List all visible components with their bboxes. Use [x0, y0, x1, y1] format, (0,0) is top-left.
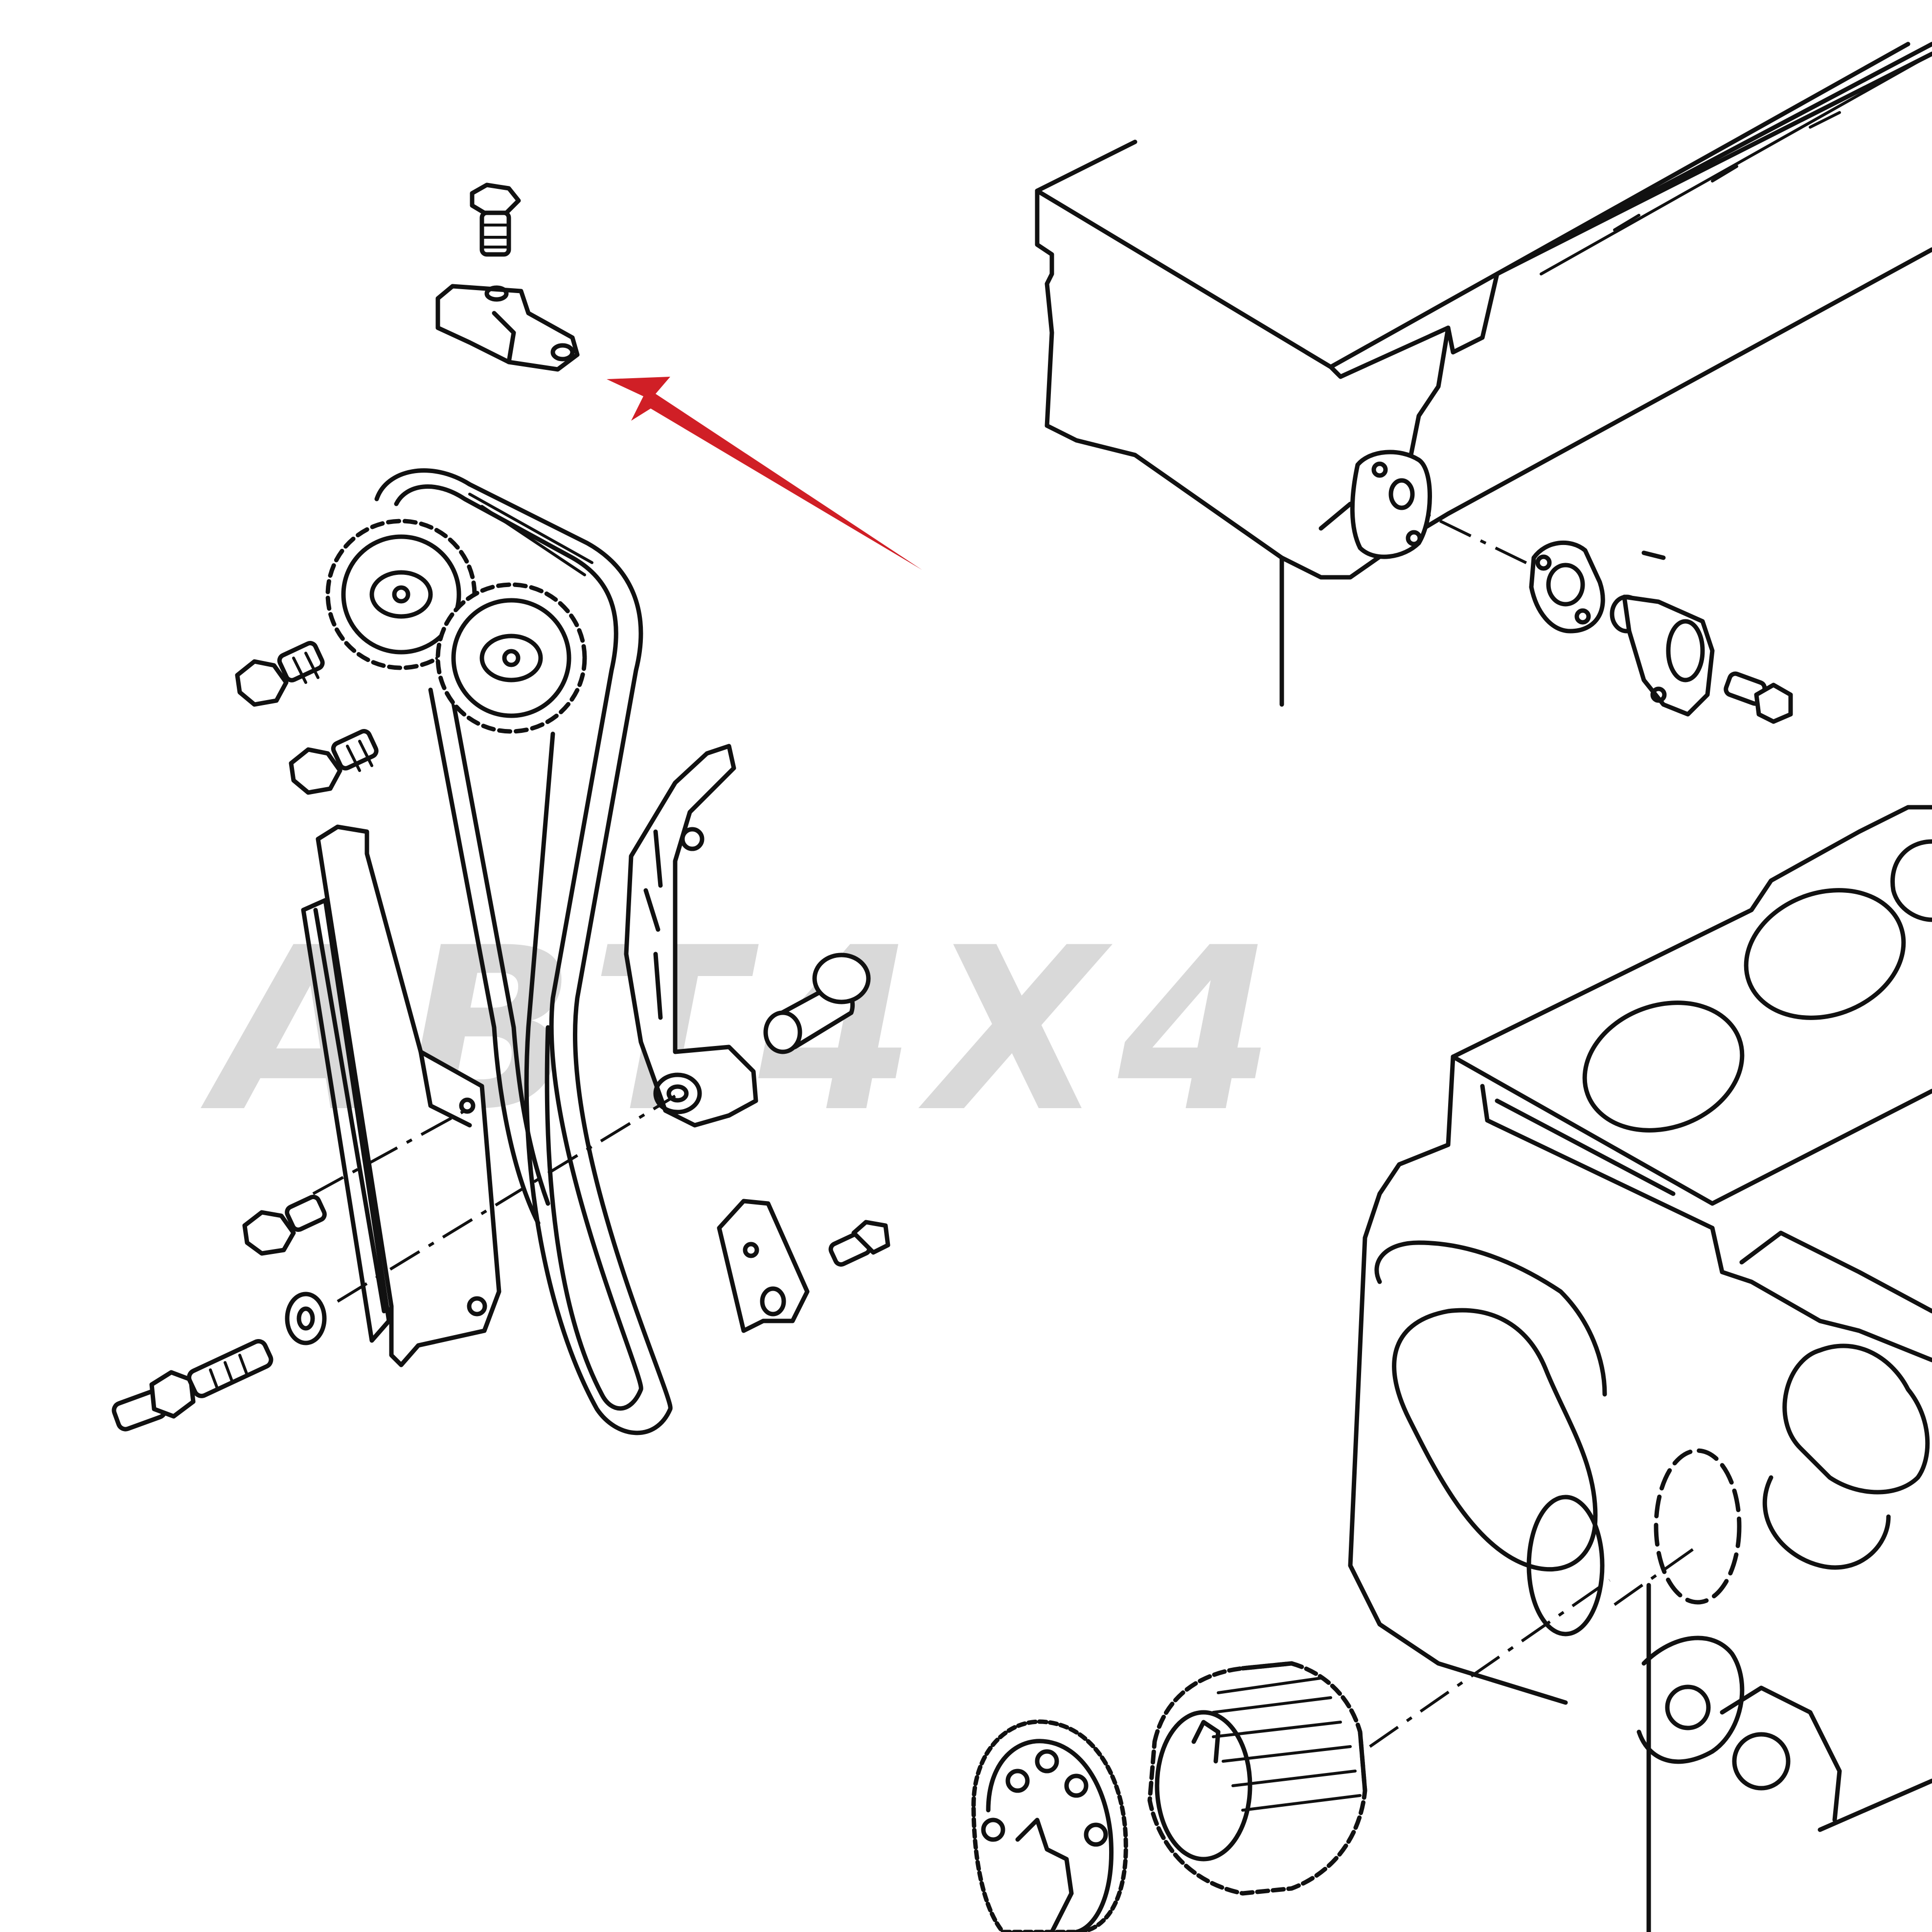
tensioner-mount-boss	[1318, 450, 1432, 559]
guide-bolt	[242, 1194, 327, 1256]
bracket-bolt	[470, 182, 521, 257]
sprocket-bolt-lower	[289, 729, 379, 795]
tensioner-bolt	[1724, 671, 1793, 724]
crankshaft-sprocket[interactable]	[1147, 1661, 1367, 1896]
cylinder-bore-2	[1744, 888, 1906, 1020]
chain-tensioner[interactable]	[1610, 594, 1715, 717]
pointer-arrow	[607, 377, 922, 570]
chain-guide-bracket[interactable]	[435, 284, 580, 372]
tensioner-gasket[interactable]	[1529, 540, 1605, 634]
cylinder-bore-1	[1582, 1000, 1745, 1133]
cylinder-bore-3	[1890, 839, 1932, 922]
chain-tensioner-arm[interactable]	[624, 744, 758, 1128]
washer	[285, 1292, 327, 1345]
camshaft-sprocket-right[interactable]	[435, 582, 587, 734]
cylinder-block[interactable]	[1348, 805, 1932, 1932]
tensioner-pivot-bolt	[763, 953, 871, 1054]
cylinder-head[interactable]	[1035, 42, 1932, 707]
sprocket-bolt-upper	[235, 641, 325, 707]
chain-slide-block[interactable]	[717, 1199, 810, 1333]
guide-stud	[112, 1339, 273, 1432]
slide-block-screw	[828, 1220, 890, 1267]
crank-sensor-ring[interactable]	[971, 1719, 1128, 1932]
timing-chain[interactable]	[374, 468, 673, 1435]
